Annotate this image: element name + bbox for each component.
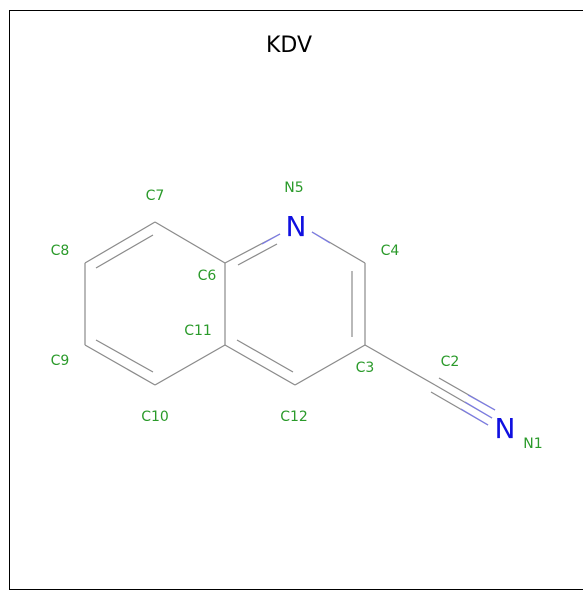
atom-label-c3: C3 (356, 360, 375, 376)
atom-label-c6: C6 (198, 268, 217, 284)
atom-label-c2: C2 (441, 354, 460, 370)
atom-label-c7: C7 (146, 188, 165, 204)
atom-label-c12: C12 (280, 409, 308, 425)
bond-c7-c8 (84, 221, 156, 264)
diagram-title: KDV (266, 33, 312, 58)
bond-c3-c2 (364, 344, 436, 386)
atom-label-c9: C9 (51, 353, 70, 369)
bond-c10-c11 (154, 344, 226, 386)
bond-n5-c6-inner (237, 243, 278, 266)
bond-c12-c3 (294, 344, 366, 386)
nitrogen-symbol-n1: N (495, 412, 516, 445)
atom-label-n5: N5 (284, 180, 303, 196)
atom-label-c8: C8 (51, 243, 70, 259)
bond-c11-c12 (224, 344, 296, 386)
nitrogen-symbol-n5: N (286, 210, 307, 243)
bond-c11-c12-inner (236, 339, 294, 373)
bond-c7-c8-inner (95, 234, 154, 269)
atom-label-c11: C11 (184, 323, 212, 339)
atom-label-n1: N1 (523, 436, 542, 452)
atom-label-c4: C4 (381, 243, 400, 259)
bond-c7-c6 (154, 221, 226, 264)
nitrogen-bond-tints (261, 231, 496, 426)
bond-c9-c10 (84, 344, 156, 386)
bonds (84, 221, 496, 426)
atom-label-c10: C10 (141, 409, 169, 425)
bond-c9-c10-inner (95, 339, 154, 373)
